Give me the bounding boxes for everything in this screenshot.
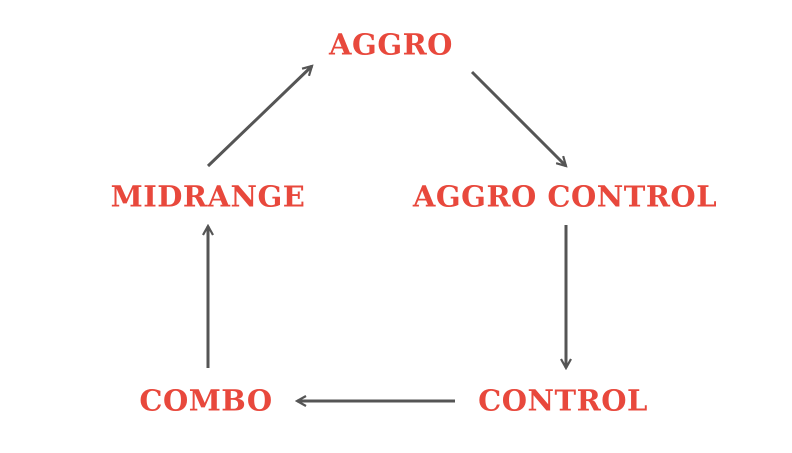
node-aggro-control: AGGRO CONTROL [412,179,718,214]
node-aggro: AGGRO [329,27,453,62]
arrow-aggro-to-aggro-control [470,70,566,166]
node-combo: COMBO [139,383,273,418]
arrow-midrange-to-aggro [206,66,312,168]
node-control: CONTROL [478,383,648,418]
node-midrange: MIDRANGE [110,179,306,214]
